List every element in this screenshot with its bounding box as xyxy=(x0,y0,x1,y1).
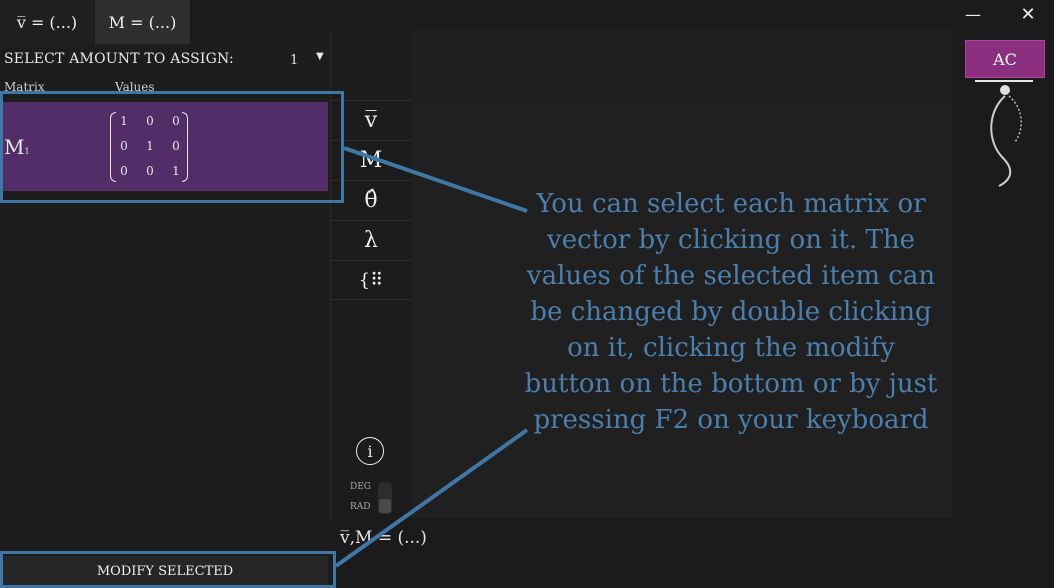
matrix-name-text: M xyxy=(4,135,25,159)
info-icon[interactable]: i xyxy=(356,437,384,465)
scroll-slider[interactable] xyxy=(975,82,1035,562)
matrix-subscript: 1 xyxy=(24,147,30,156)
amount-label: SELECT AMOUNT TO ASSIGN: xyxy=(4,51,234,67)
tab-vector[interactable]: v̅ = (...) xyxy=(0,0,94,44)
matrix-cell: 0 xyxy=(172,139,180,153)
matrix-name: M1 xyxy=(4,135,30,159)
matrix-cell: 1 xyxy=(172,164,180,178)
tutorial-text: You can select each matrix or vector by … xyxy=(524,189,938,435)
lambda-tool-button[interactable]: λ xyxy=(330,220,412,260)
column-header-values: Values xyxy=(115,80,155,92)
amount-selector[interactable] xyxy=(0,44,330,74)
toggle-knob[interactable] xyxy=(379,499,391,513)
close-button[interactable]: ✕ xyxy=(1020,3,1036,25)
matrix-row-selected[interactable] xyxy=(2,102,328,191)
matrix-cell: 0 xyxy=(172,114,180,128)
ac-underline xyxy=(975,80,1033,82)
minimize-button[interactable]: — xyxy=(965,4,981,24)
swirl-icon xyxy=(990,95,1012,187)
matrix-cell: 0 xyxy=(146,114,154,128)
tab-matrix[interactable]: M = (...) xyxy=(95,0,190,44)
column-header-matrix: Matrix xyxy=(4,80,45,92)
right-panel xyxy=(953,30,1054,588)
chevron-down-icon[interactable]: ▼ xyxy=(316,51,324,62)
matrix-cell: 1 xyxy=(146,139,154,153)
theta-tool-button[interactable]: θ̂ xyxy=(330,180,412,220)
left-bracket xyxy=(110,112,116,182)
amount-value[interactable]: 1 xyxy=(290,53,299,68)
matrix-cell: 0 xyxy=(120,164,128,178)
all-clear-button[interactable]: AC xyxy=(965,40,1045,78)
rad-label: RAD xyxy=(350,502,371,512)
matrix-cell: 0 xyxy=(120,139,128,153)
variables-status: v̅,M = (...) xyxy=(340,528,427,548)
matrix-tool-button[interactable]: M xyxy=(330,140,412,180)
matrix-values-grid: 1 0 0 0 1 0 0 0 1 xyxy=(110,112,188,182)
slider-handle-icon xyxy=(1000,85,1010,95)
matrix-cell: 1 xyxy=(120,114,128,128)
matrix-cell: 0 xyxy=(146,164,154,178)
set-tool-button[interactable]: {⠿ xyxy=(330,260,412,300)
deg-label: DEG xyxy=(350,482,371,492)
expression-display xyxy=(412,30,952,100)
vector-tool-button[interactable]: v̅ xyxy=(330,100,412,140)
modify-selected-button[interactable]: MODIFY SELECTED xyxy=(2,556,328,586)
